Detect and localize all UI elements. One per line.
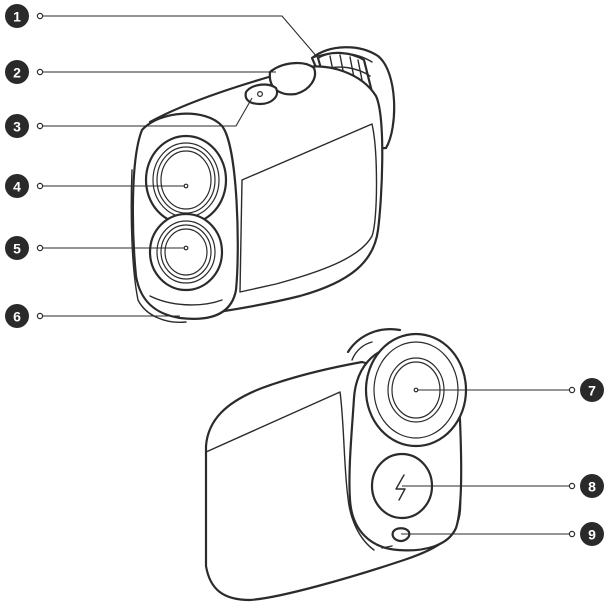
callout-badge-4: 4	[5, 174, 29, 198]
callout-badge-7: 7	[580, 378, 604, 402]
upper-objective-lens	[144, 134, 228, 226]
callout-number: 4	[13, 179, 21, 195]
callout-badge-9: 9	[580, 522, 604, 546]
callout-badge-8: 8	[580, 474, 604, 498]
callout-number: 2	[13, 65, 21, 81]
callout-number: 5	[13, 241, 21, 257]
rangefinder-front-view	[130, 46, 396, 323]
callout-number: 6	[13, 309, 21, 325]
lightning-icon	[395, 474, 406, 501]
callout-badge-2: 2	[5, 60, 29, 84]
callout-number: 3	[13, 119, 21, 135]
callout-badge-1: 1	[5, 4, 29, 28]
bottom-lip	[149, 295, 223, 306]
callout-number: 7	[588, 383, 596, 399]
rangefinder-rear-view	[204, 328, 468, 602]
callout-badge-6: 6	[5, 304, 29, 328]
callout-number: 8	[588, 479, 596, 495]
callout-badge-3: 3	[5, 114, 29, 138]
lanyard-hole	[391, 527, 411, 543]
callout-number: 1	[13, 9, 21, 25]
lower-objective-lens	[148, 212, 224, 292]
callout-badge-5: 5	[5, 236, 29, 260]
callout-number: 9	[588, 527, 596, 543]
leader-lines	[36, 12, 576, 538]
